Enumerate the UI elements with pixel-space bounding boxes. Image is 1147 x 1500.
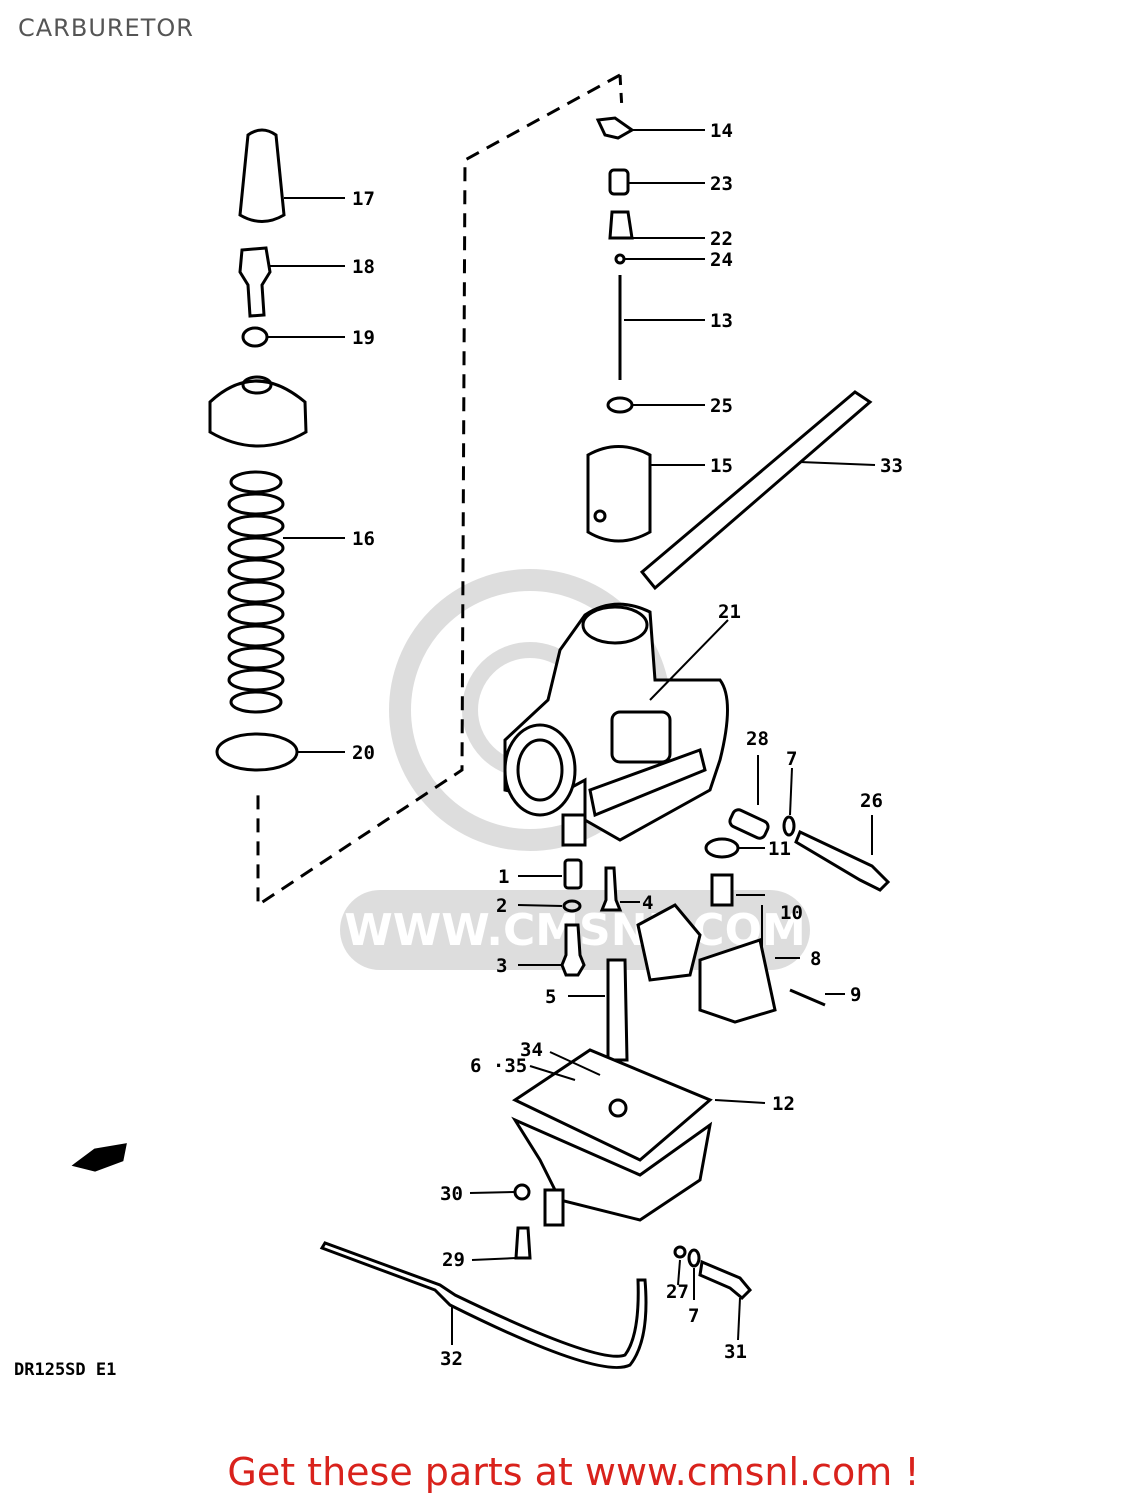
- callout-17: 17: [352, 188, 375, 210]
- callout-32: 32: [440, 1348, 463, 1370]
- assembly-dashed-line-2: [618, 74, 624, 111]
- callout-10: 10: [780, 902, 803, 924]
- callout-7-bottom: 7: [688, 1305, 699, 1327]
- model-code: DR125SD E1: [14, 1360, 117, 1380]
- callout-11: 11: [768, 838, 791, 860]
- callout-34: 34: [520, 1039, 543, 1061]
- footer-link[interactable]: Get these parts at www.cmsnl.com !: [227, 1450, 920, 1494]
- part-float: [636, 903, 702, 982]
- assembly-dashed-line: [256, 73, 621, 908]
- part-jet-washer: [562, 899, 582, 913]
- front-arrow-icon: [71, 1143, 127, 1172]
- part-float-chamber: [511, 1048, 713, 1227]
- callout-6-35: 6 ·35: [470, 1055, 527, 1077]
- callout-15: 15: [710, 455, 733, 477]
- part-o-ring: [215, 732, 299, 772]
- callout-31: 31: [724, 1341, 747, 1363]
- part-washer: [704, 837, 740, 859]
- callout-1: 1: [498, 866, 509, 888]
- part-main-jet: [560, 923, 586, 977]
- part-pilot-tube: [606, 958, 629, 1062]
- callout-7-top: 7: [786, 748, 797, 770]
- callout-12: 12: [772, 1093, 795, 1115]
- callout-24: 24: [710, 249, 733, 271]
- part-vent-tube: [639, 390, 873, 591]
- callout-22: 22: [710, 228, 733, 250]
- part-o-ring-small: [782, 815, 796, 837]
- callout-3: 3: [496, 955, 507, 977]
- callout-4: 4: [642, 892, 653, 914]
- callout-2: 2: [496, 895, 507, 917]
- callout-14: 14: [710, 120, 733, 142]
- callout-27: 27: [666, 1281, 689, 1303]
- part-float-pin: [789, 988, 826, 1007]
- callout-21: 21: [718, 601, 741, 623]
- callout-33: 33: [880, 455, 903, 477]
- part-top-cover: [208, 379, 308, 448]
- callout-9: 9: [850, 984, 861, 1006]
- part-nut: [241, 326, 269, 348]
- callout-20: 20: [352, 742, 375, 764]
- callout-16: 16: [352, 528, 375, 550]
- part-needle-spring: [608, 168, 630, 196]
- leader-lines: [267, 129, 876, 1345]
- part-cap: [238, 128, 286, 223]
- part-needle-clip: [606, 396, 634, 414]
- callout-18: 18: [352, 256, 375, 278]
- callout-13: 13: [710, 310, 733, 332]
- part-adjuster: [238, 246, 272, 318]
- callout-25: 25: [710, 395, 733, 417]
- part-pilot-jet: [599, 866, 623, 912]
- part-carburetor-body: [503, 602, 729, 847]
- part-drain-screw: [698, 1259, 753, 1301]
- part-washer-27: [673, 1245, 687, 1259]
- part-float-2: [698, 938, 777, 1024]
- callout-23: 23: [710, 173, 733, 195]
- part-idle-spring: [728, 808, 770, 840]
- part-retainer: [608, 210, 634, 240]
- part-drain-tube: [319, 1241, 648, 1369]
- part-needle-jet: [563, 858, 583, 890]
- callout-8: 8: [810, 948, 821, 970]
- part-spring: [227, 470, 285, 714]
- callout-29: 29: [442, 1249, 465, 1271]
- part-throttle-stop-screw: [794, 829, 891, 892]
- part-drain-plug: [513, 1183, 531, 1201]
- part-throttle-valve: [586, 445, 652, 543]
- callout-5: 5: [545, 986, 556, 1008]
- part-o-ring-7b: [687, 1248, 701, 1268]
- callout-19: 19: [352, 327, 375, 349]
- page-title: CARBURETOR: [18, 14, 194, 42]
- part-float-valve: [710, 873, 734, 907]
- part-chamber-screw: [514, 1226, 532, 1260]
- callout-26: 26: [860, 790, 883, 812]
- callout-30: 30: [440, 1183, 463, 1205]
- part-clip: [595, 116, 635, 140]
- callout-28: 28: [746, 728, 769, 750]
